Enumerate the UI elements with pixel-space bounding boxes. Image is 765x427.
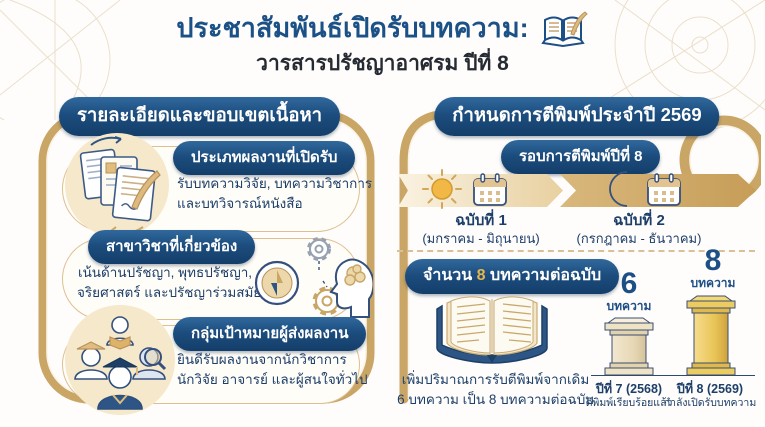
schedule-title-pill: รอบการตีพิมพ์ปีที่ 8 [501, 140, 661, 174]
right-panel-title: กำหนดการตีพิมพ์ประจำปี 2569 [452, 104, 702, 125]
section-title-types: ประเภทผลงานที่เปิดรับ [191, 149, 338, 166]
issue1-label: ฉบับที่ 1 (มกราคม - มิถุนายน) [410, 211, 552, 247]
right-panel-title-pill: กำหนดการตีพิมพ์ประจำปี 2569 [434, 97, 720, 136]
calendar-icon-issue1 [473, 173, 507, 206]
quantity-prefix: จำนวน [423, 267, 473, 284]
left-panel-title: รายละเอียดและขอบเขตเนื้อหา [77, 104, 323, 125]
bar-label-year7: ปีที่ 7 (2568) ตีพิมพ์เรียบร้อยแล้ว [585, 382, 673, 410]
quantity-suffix: บทความต่อฉบับ [490, 267, 602, 284]
section-body-audience: ยินดีรับผลงานจากนักวิชาการ นักวิจัย อาจา… [177, 352, 368, 388]
bar-label-year8: ปีที่ 8 (2569) กำลังเปิดรับบทความ [663, 382, 757, 410]
left-panel: รายละเอียดและขอบเขตเนื้อหา [35, 97, 378, 415]
pillar-year7 [604, 317, 654, 375]
section-title-pill-audience: กลุ่มเป้าหมายผู้ส่งผลงาน [173, 317, 367, 351]
chart-baseline [591, 375, 755, 376]
publication-timeline [393, 169, 761, 214]
issue2-name: ฉบับที่ 2 [613, 212, 665, 229]
issue2-label: ฉบับที่ 2 (กรกฎาคม - ธันวาคม) [563, 211, 715, 247]
quantity-note: เพิ่มปริมาณการรับตีพิมพ์จากเดิม 6 บทความ… [397, 372, 594, 408]
pillar-year8 [686, 295, 736, 375]
dashed-divider [397, 250, 755, 252]
issue1-months: (มกราคม - มิถุนายน) [422, 230, 540, 246]
page-subtitle: วารสารปรัชญาอาศรม ปีที่ 8 [256, 52, 509, 75]
bar-value-year8: 8 บทความ [690, 244, 736, 290]
quantity-title-pill: จำนวน 8 บทความต่อฉบับ [405, 259, 620, 294]
moon-icon [609, 171, 628, 207]
open-book-quill-icon [540, 11, 588, 48]
sun-icon [422, 169, 462, 209]
right-panel: กำหนดการตีพิมพ์ประจำปี 2569 รอบการตีพิมพ… [393, 97, 761, 419]
open-book-illustration [436, 296, 548, 364]
issue1-name: ฉบับที่ 1 [455, 212, 507, 229]
mind-gears-compass-icon [247, 233, 375, 323]
documents-quill-icon [65, 133, 169, 237]
quantity-number: 8 [476, 267, 486, 284]
calendar-icon-issue2 [647, 173, 681, 206]
section-title-pill-types: ประเภทผลงานที่เปิดรับ [173, 141, 356, 175]
section-title-fields: สาขาวิชาที่เกี่ยวข้อง [106, 238, 238, 255]
page-title: ประชาสัมพันธ์เปิดรับบทความ: [176, 13, 529, 44]
section-body-types: รับบทความวิจัย, บทความวิชาการ และบทวิจาร… [177, 176, 373, 212]
header: ประชาสัมพันธ์เปิดรับบทความ: [0, 10, 765, 48]
section-title-audience: กลุ่มเป้าหมายผู้ส่งผลงาน [191, 325, 349, 342]
audience-people-icon [65, 305, 175, 415]
bar-value-year7: 6 บทความ [606, 267, 652, 313]
issue2-months: (กรกฎาคม - ธันวาคม) [576, 230, 702, 246]
section-body-fields: เน้นด้านปรัชญา, พุทธปรัชญา, จริยศาสตร์ แ… [77, 265, 262, 301]
section-title-pill-fields: สาขาวิชาที่เกี่ยวข้อง [88, 230, 256, 264]
schedule-title: รอบการตีพิมพ์ปีที่ 8 [519, 148, 643, 165]
left-panel-title-pill: รายละเอียดและขอบเขตเนื้อหา [59, 97, 341, 136]
